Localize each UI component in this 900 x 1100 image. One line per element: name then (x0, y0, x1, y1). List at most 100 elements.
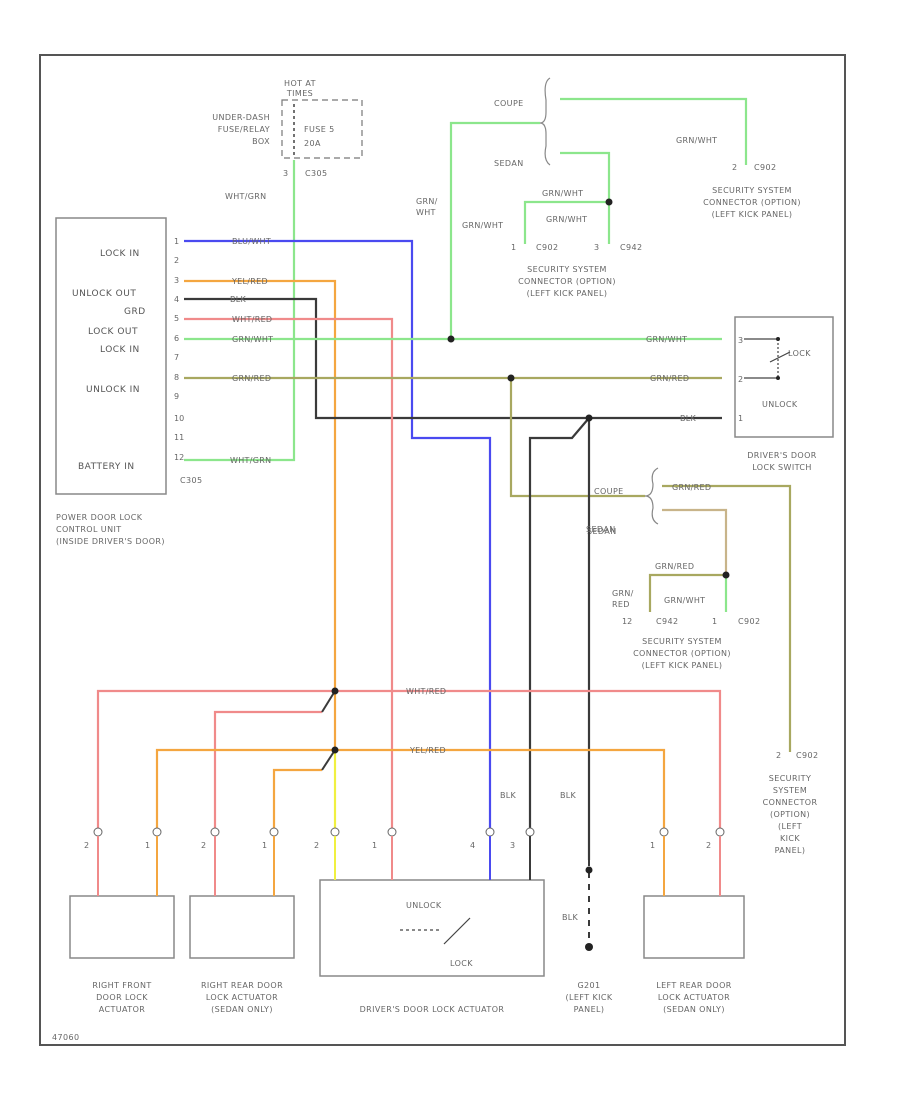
splice-dot-grn-wht (447, 335, 455, 343)
grn-wht-label-tc2: GRN/WHT (546, 215, 587, 224)
sec-fr-pin: 2 (776, 751, 781, 760)
hot-line-1: HOT AT (284, 79, 316, 88)
drv-pin-1: 1 (372, 841, 377, 850)
rf-caption-3: ACTUATOR (99, 1005, 145, 1014)
cu-caption-3: (INSIDE DRIVER'S DOOR) (56, 537, 165, 546)
rf-caption-2: DOOR LOCK (96, 993, 148, 1002)
sec-tc-line-3: (LEFT KICK PANEL) (527, 289, 608, 298)
drv-pin-3: 3 (510, 841, 515, 850)
sec-tr-id: C902 (754, 163, 776, 172)
rr-pin-1: 1 (262, 841, 267, 850)
wire-sedan-top-left (523, 200, 609, 244)
blu-wht-label-top: BLU/WHT (232, 237, 271, 246)
rr-box (189, 895, 295, 959)
cu-pin-9: 9 (174, 392, 179, 401)
fusebox-label-2: FUSE/RELAY (218, 125, 270, 134)
sec-fr-line-4: (OPTION) (770, 810, 810, 819)
rf-caption-1: RIGHT FRONT (92, 981, 151, 990)
fusebox-pin: 3 (283, 169, 288, 178)
sec-tc-id-2: C942 (620, 243, 642, 252)
cu-connector: C305 (180, 476, 202, 485)
drv-caption: DRIVER'S DOOR LOCK ACTUATOR (360, 1005, 505, 1014)
rf-box (69, 895, 175, 959)
rr-caption-3: (SEDAN ONLY) (211, 1005, 273, 1014)
cu-terminal-lock-in-1: LOCK IN (100, 249, 140, 259)
blk-label-drv-ground: BLK (560, 791, 577, 800)
ground-point (585, 943, 593, 951)
hot-line-2: TIMES (286, 89, 313, 98)
coupe-label-top: COUPE (494, 99, 524, 108)
grn-wht-label-tr: GRN/WHT (676, 136, 717, 145)
wire-grn-red-riser (509, 378, 645, 498)
wire-grn-wht-riser (449, 121, 540, 339)
blk-label-top: BLK (230, 295, 247, 304)
sec-tr-line-3: (LEFT KICK PANEL) (712, 210, 793, 219)
splice-dot-top-center (605, 198, 613, 206)
yel-red-label-bus: YEL/RED (409, 746, 446, 755)
sec-mr-line-2: CONNECTOR (OPTION) (633, 649, 731, 658)
grn-wht-stack-1: GRN/ (416, 197, 438, 206)
sec-mr-line-1: SECURITY SYSTEM (642, 637, 722, 646)
ls-pin-3: 3 (738, 336, 743, 345)
sec-fr-line-6: KICK (780, 834, 800, 843)
cu-pin-10: 10 (174, 414, 184, 423)
rr-pin-2: 2 (201, 841, 206, 850)
yel-red-switch (321, 749, 336, 771)
splice-dot-yel-red (331, 746, 339, 754)
drivers-door-lock-actuator: 2 1 4 3 UNLOCK LOCK DRIVER'S DOOR LOCK A… (314, 827, 545, 1014)
cu-terminal-unlock-in: UNLOCK IN (86, 385, 140, 395)
ground-caption-2: PANEL) (574, 1005, 605, 1014)
sec-tc-pin-1: 1 (511, 243, 516, 252)
lr-pin-1: 1 (650, 841, 655, 850)
wire-sedan-top (560, 151, 611, 202)
splice-dot-ground-upper (585, 866, 593, 874)
sec-tr-line-2: CONNECTOR (OPTION) (703, 198, 801, 207)
sec-tc-pin-3: 3 (594, 243, 599, 252)
ls-lock: LOCK (788, 349, 811, 358)
wire-blk-main (184, 297, 722, 420)
power-door-lock-control-unit: LOCK IN UNLOCK OUT GRD LOCK OUT LOCK IN … (55, 217, 202, 546)
drv-unlock: UNLOCK (406, 901, 442, 910)
sec-fr-line-1: SECURITY (769, 774, 811, 783)
sec-mr-pin-left: 12 (622, 617, 632, 626)
wire-wht-red-bus-right (335, 689, 722, 832)
cu-terminal-grd: GRD (124, 307, 146, 317)
grn-red-stack-2: RED (612, 600, 630, 609)
grn-red-label-mr: GRN/RED (655, 562, 694, 571)
rf-pin-1: 1 (145, 841, 150, 850)
sec-tr-pin: 2 (732, 163, 737, 172)
sec-fr-line-5: (LEFT (778, 822, 802, 831)
sec-fr-line-7: PANEL) (775, 846, 806, 855)
wire-blk-actuator (528, 417, 590, 832)
fusebox-connector: C305 (305, 169, 327, 178)
grn-red-stack-1: GRN/ (612, 589, 634, 598)
fuse-rating: 20A (304, 139, 321, 148)
wire-yel-red-bus-left (155, 748, 335, 832)
rr-caption-2: LOCK ACTUATOR (206, 993, 278, 1002)
lr-box (643, 895, 745, 959)
sedan-label-top: SEDAN (494, 159, 524, 168)
splice-dot-blk (585, 414, 593, 422)
coupe-label-mid: COUPE (594, 487, 624, 496)
drv-box (319, 879, 545, 977)
figure-id: 47060 (52, 1033, 79, 1042)
cu-pin-5: 5 (174, 314, 179, 323)
sec-fr-line-2: SYSTEM (773, 786, 807, 795)
diagram-frame (39, 54, 846, 1046)
coupe-sedan-bracket-mid (644, 467, 659, 525)
wht-red-label-top: WHT/RED (232, 315, 272, 324)
wire-sedan-mid (662, 508, 728, 575)
wht-red-label-bus: WHT/RED (406, 687, 446, 696)
sedan-label-blk: SEDAN (586, 525, 616, 534)
splice-dot-wht-red (331, 687, 339, 695)
control-unit-box (55, 217, 167, 495)
grn-wht-label-right: GRN/WHT (646, 335, 687, 344)
coupe-sedan-bracket-top (539, 77, 551, 166)
cu-pin-4: 4 (174, 295, 179, 304)
sec-tc-line-2: CONNECTOR (OPTION) (518, 277, 616, 286)
sec-tr-line-1: SECURITY SYSTEM (712, 186, 792, 195)
cu-pin-6: 6 (174, 334, 179, 343)
wire-yel-red-rr (272, 768, 322, 832)
sedan-label-mid: SEDAN (587, 527, 617, 536)
